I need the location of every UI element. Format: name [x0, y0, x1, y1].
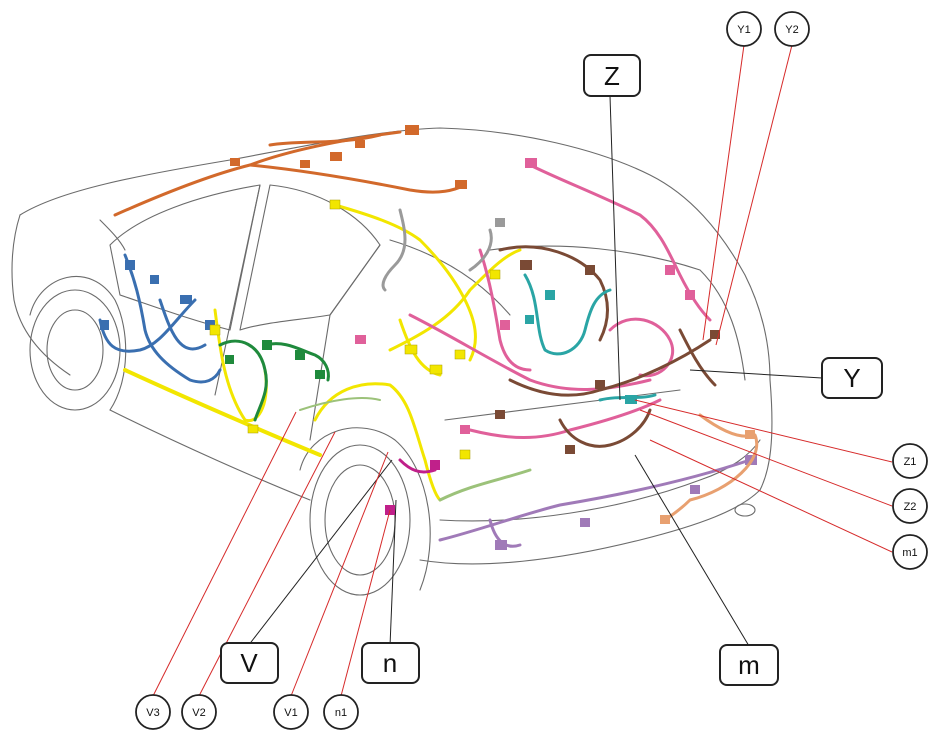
- label-Y1: Y1: [726, 11, 762, 47]
- svg-text:Y1: Y1: [737, 24, 750, 36]
- label-V1: V1: [273, 694, 309, 730]
- roof-harness-orange: [113, 125, 467, 217]
- svg-text:Y: Y: [843, 363, 860, 393]
- body-harness-yellow: [123, 199, 522, 502]
- harness-green: [218, 339, 330, 422]
- car-body-outline: [11, 127, 773, 596]
- harness-gray: [381, 208, 505, 292]
- label-n: n: [361, 642, 420, 684]
- label-m: m: [719, 644, 779, 686]
- label-Z1: Z1: [892, 443, 928, 479]
- label-V: V: [220, 642, 279, 684]
- svg-text:m1: m1: [902, 547, 917, 559]
- label-Y: Y: [821, 357, 883, 399]
- label-Z2: Z2: [892, 488, 928, 524]
- label-Y2: Y2: [774, 11, 810, 47]
- harness-peach: [660, 413, 759, 524]
- svg-text:n: n: [383, 648, 397, 678]
- label-Z: Z: [583, 54, 641, 97]
- svg-text:V1: V1: [284, 707, 297, 719]
- harness-pink: [355, 158, 712, 439]
- svg-text:Z: Z: [604, 61, 620, 91]
- svg-text:Z1: Z1: [904, 456, 917, 468]
- rear-bumper-harness-purple: [438, 455, 757, 550]
- harness-teal: [523, 273, 657, 404]
- label-n1: n1: [323, 694, 359, 730]
- label-V3: V3: [135, 694, 171, 730]
- leader-lines: [152, 44, 893, 697]
- front-door-harness-blue: [98, 253, 222, 384]
- svg-text:m: m: [738, 650, 760, 680]
- svg-text:V2: V2: [192, 707, 205, 719]
- label-V2: V2: [181, 694, 217, 730]
- svg-text:Z2: Z2: [904, 501, 917, 513]
- harness-brown: [495, 245, 720, 454]
- svg-text:V3: V3: [146, 707, 159, 719]
- svg-text:n1: n1: [335, 707, 347, 719]
- svg-text:Y2: Y2: [785, 24, 798, 36]
- label-m1: m1: [892, 534, 928, 570]
- svg-text:V: V: [240, 648, 258, 678]
- harness-light-green: [299, 397, 532, 502]
